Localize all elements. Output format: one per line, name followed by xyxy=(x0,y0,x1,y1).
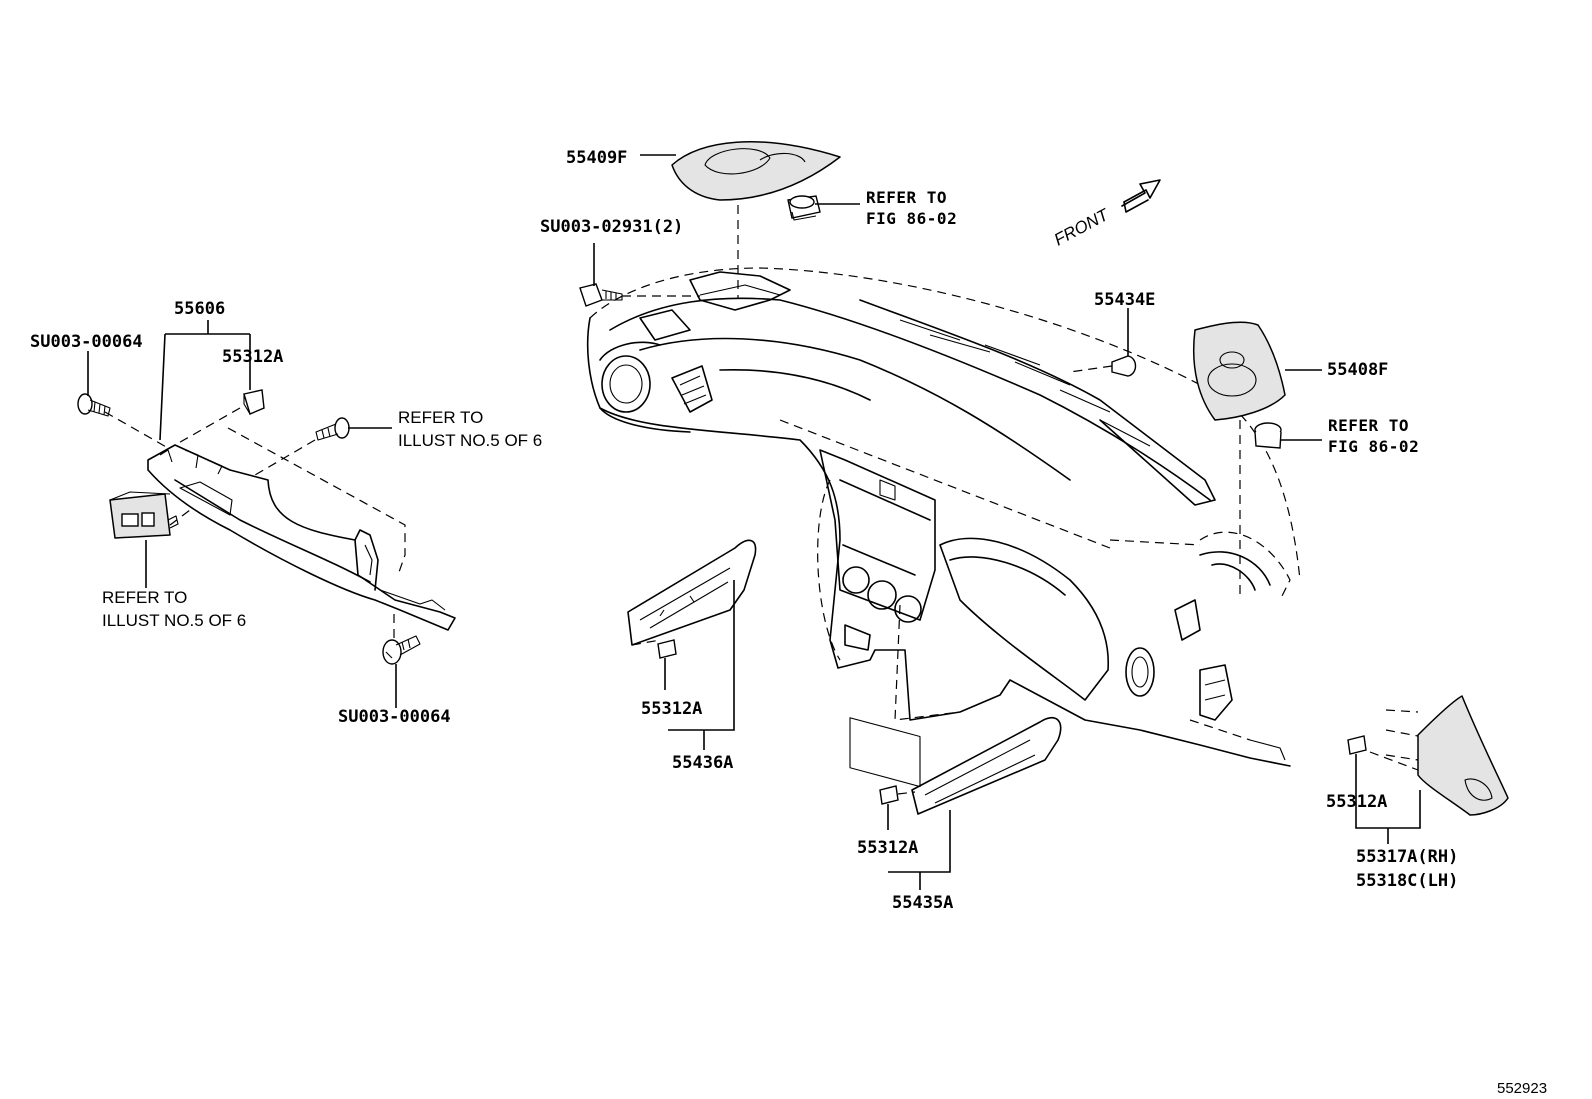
label-su003-00064-top: SU003-00064 xyxy=(30,332,143,352)
label-55312A-mid: 55312A xyxy=(641,699,702,719)
screw-su003-02931 xyxy=(579,243,700,307)
label-55409F: 55409F xyxy=(566,148,627,168)
clip-right xyxy=(1254,422,1322,449)
side-cover-55317A-55318C xyxy=(1347,695,1509,844)
label-55312A-right: 55312A xyxy=(1326,792,1387,812)
label-55434E: 55434E xyxy=(1094,290,1155,310)
label-55318C: 55318C(LH) xyxy=(1356,871,1458,891)
ref-fig-right-line1: REFER TO xyxy=(1328,416,1409,435)
front-label: FRONT xyxy=(1051,205,1113,250)
label-55312A-bottom: 55312A xyxy=(857,838,918,858)
lower-panel-55606 xyxy=(104,320,456,638)
knee-panel-55436A xyxy=(627,539,757,750)
label-su003-02931: SU003-02931(2) xyxy=(540,217,683,237)
clip-55312A-top xyxy=(243,389,265,415)
ref-illust-upper-line2: ILLUST NO.5 OF 6 xyxy=(398,431,542,450)
screw-su003-00064-bottom xyxy=(382,635,421,708)
meter-cover-55408F xyxy=(1192,321,1322,600)
clip-55434E xyxy=(1069,308,1137,377)
label-55436A: 55436A xyxy=(672,753,733,773)
ref-illust-upper-line1: REFER TO xyxy=(398,408,483,427)
ref-illust-lower-line1: REFER TO xyxy=(102,588,187,607)
label-55606: 55606 xyxy=(174,299,225,319)
meter-hood-cover-55409F xyxy=(640,141,841,298)
label-su003-00064-bottom: SU003-00064 xyxy=(338,707,451,727)
label-55312A-top: 55312A xyxy=(222,347,283,367)
knee-panel-55435A xyxy=(879,716,1062,890)
ref-fig-right-line2: FIG 86-02 xyxy=(1328,437,1419,456)
ref-fig-top-line1: REFER TO xyxy=(866,188,947,207)
screw-su003-00064-top xyxy=(77,351,111,417)
figure-number: 552923 xyxy=(1497,1080,1547,1097)
clip-top xyxy=(787,195,860,221)
ref-illust-lower-line2: ILLUST NO.5 OF 6 xyxy=(102,611,246,630)
screw-refer-illust xyxy=(315,417,392,441)
ref-fig-top-line2: FIG 86-02 xyxy=(866,209,957,228)
switch-panel xyxy=(109,491,179,588)
front-direction-arrow xyxy=(1121,179,1161,213)
label-55317A: 55317A(RH) xyxy=(1356,847,1458,867)
label-55435A: 55435A xyxy=(892,893,953,913)
instrument-panel xyxy=(586,267,1301,788)
label-55408F: 55408F xyxy=(1327,360,1388,380)
